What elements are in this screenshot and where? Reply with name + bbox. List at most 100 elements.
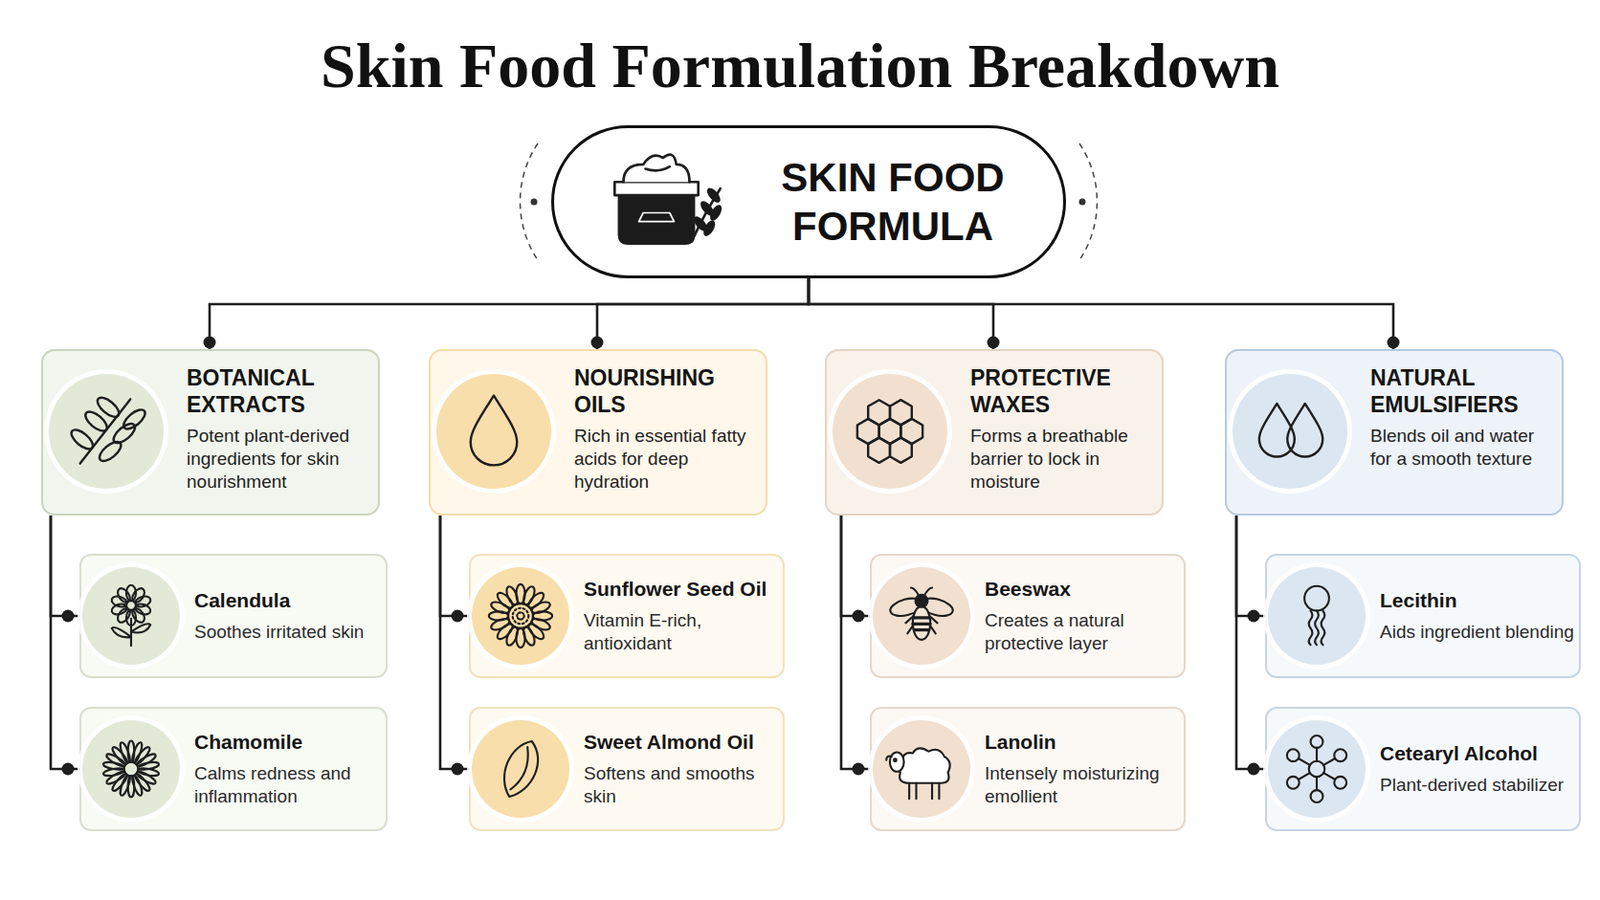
connector-dot [591,336,604,350]
icon-circle [872,720,971,819]
category-box: NATURAL EMULSIFIERSBlends oil and water … [1224,349,1564,516]
root-pill: SKIN FOOD FORMULA [551,125,1067,279]
icon-ring [77,715,185,823]
tree-connector [1236,515,1266,770]
category-box: NOURISHING OILSRich in essential fatty a… [428,349,768,516]
text-group: Sunflower Seed OilVitamin E-rich, antiox… [583,577,779,657]
icon-stroke [1298,773,1311,780]
node-heading: Lanolin [984,730,1180,756]
icon-stroke [1309,610,1313,645]
icon-stroke [118,741,133,764]
icon-ring [1227,369,1353,494]
node-heading: Sunflower Seed Oil [583,577,779,602]
tree-connector [808,278,1394,350]
icon-ring [827,369,953,494]
text-group: Sweet Almond OilSoftens and smooths skin [583,730,779,810]
category-box: PROTECTIVE WAXESForms a breathable barri… [824,349,1164,516]
node-heading: Beeswax [984,577,1180,602]
icon-stroke [67,426,96,453]
ingredient-box: Sunflower Seed OilVitamin E-rich, antiox… [468,554,785,679]
icon-circle [82,720,180,819]
node-description: Forms a breathable barrier to lock in mo… [970,424,1155,494]
bee-icon [888,588,955,641]
node-heading: Cetearyl Alcohol [1379,741,1576,767]
text-group: SKIN FOOD FORMULA [763,153,1023,251]
text-group: LanolinIntensely moisturizing emollient [984,730,1180,810]
daisy-icon [102,741,159,799]
ingredient-box: BeeswaxCreates a natural protective laye… [869,554,1186,679]
ornament-arc [520,143,538,261]
category-box: BOTANICAL EXTRACTSPotent plant-derived i… [41,349,380,516]
node-description: Soothes irritated skin [194,621,382,645]
icon-stroke [704,185,723,205]
icon-ring [466,562,575,670]
icon-stroke [512,608,530,625]
icon-stroke [125,600,136,611]
node-description: Rich in essential fatty acids for deep h… [574,424,758,494]
icon-stroke [898,748,951,783]
drops-icon [1259,403,1323,457]
icon-stroke [867,400,890,425]
text-group: NOURISHING OILSRich in essential fatty a… [574,364,758,494]
icon-stroke [1311,735,1324,749]
node-heading: SKIN FOOD FORMULA [763,153,1023,251]
text-group: CalendulaSoothes irritated skin [194,588,382,645]
tree-connector [50,515,80,770]
ingredient-box: LanolinIntensely moisturizing emollient [869,707,1186,832]
connector-dot [451,610,465,623]
node-heading: BOTANICAL EXTRACTS [186,364,371,419]
ingredient-box: CalendulaSoothes irritated skin [79,554,388,679]
connector-dot [987,336,1000,350]
icon-stroke [111,627,132,638]
ingredient-box: ChamomileCalms redness and inflammation [79,707,388,832]
icon-stroke [1311,790,1324,803]
icon-stroke [1321,610,1326,645]
icon-ring [1263,715,1371,823]
sheep-icon [886,748,950,800]
node-heading: Lecithin [1379,588,1576,614]
icon-circle [48,374,164,489]
icon-stroke [470,396,518,467]
text-group: ChamomileCalms redness and inflammation [194,730,382,810]
icon-stroke [508,603,534,629]
text-group: NATURAL EMULSIFIERSBlends oil and water … [1370,364,1555,471]
icon-ring [867,715,976,823]
node-heading: NOURISHING OILS [574,364,758,419]
icon-stroke [131,623,151,633]
icon-stroke [905,616,937,634]
icon-circle [436,374,552,489]
text-group: BOTANICAL EXTRACTSPotent plant-derived i… [186,364,371,494]
calendula-icon [110,585,152,646]
icon-ring [867,562,976,670]
honey-icon [857,400,923,464]
icon-stroke [94,394,123,421]
icon-ring [44,369,169,494]
text-group: LecithinAids ingredient blending [1379,588,1576,645]
icon-stroke [912,618,931,631]
tree-connector [440,515,469,770]
ornament-dot [531,199,538,206]
icon-circle [471,567,570,666]
icon-stroke [915,595,929,608]
drop-icon [470,396,518,467]
connector-dot [62,763,75,777]
node-heading: Chamomile [194,730,382,756]
node-heading: NATURAL EMULSIFIERS [1370,364,1555,419]
icon-stroke [1309,761,1326,778]
tree-connector [1236,515,1266,617]
icon-stroke [893,758,897,762]
icon-stroke [645,166,670,171]
icon-stroke [889,438,912,464]
node-description: Vitamin E-rich, antioxidant [583,609,779,656]
icon-stroke [510,747,534,793]
icon-stroke [1287,777,1300,790]
icon-stroke [114,586,133,605]
node-heading: Sweet Almond Oil [583,730,779,756]
icon-stroke [124,762,139,778]
node-description: Creates a natural protective layer [984,609,1180,656]
tree-connector [597,278,809,350]
icon-circle [1267,567,1366,666]
text-group: PROTECTIVE WAXESForms a breathable barri… [970,364,1155,494]
leaf-icon [67,394,149,465]
